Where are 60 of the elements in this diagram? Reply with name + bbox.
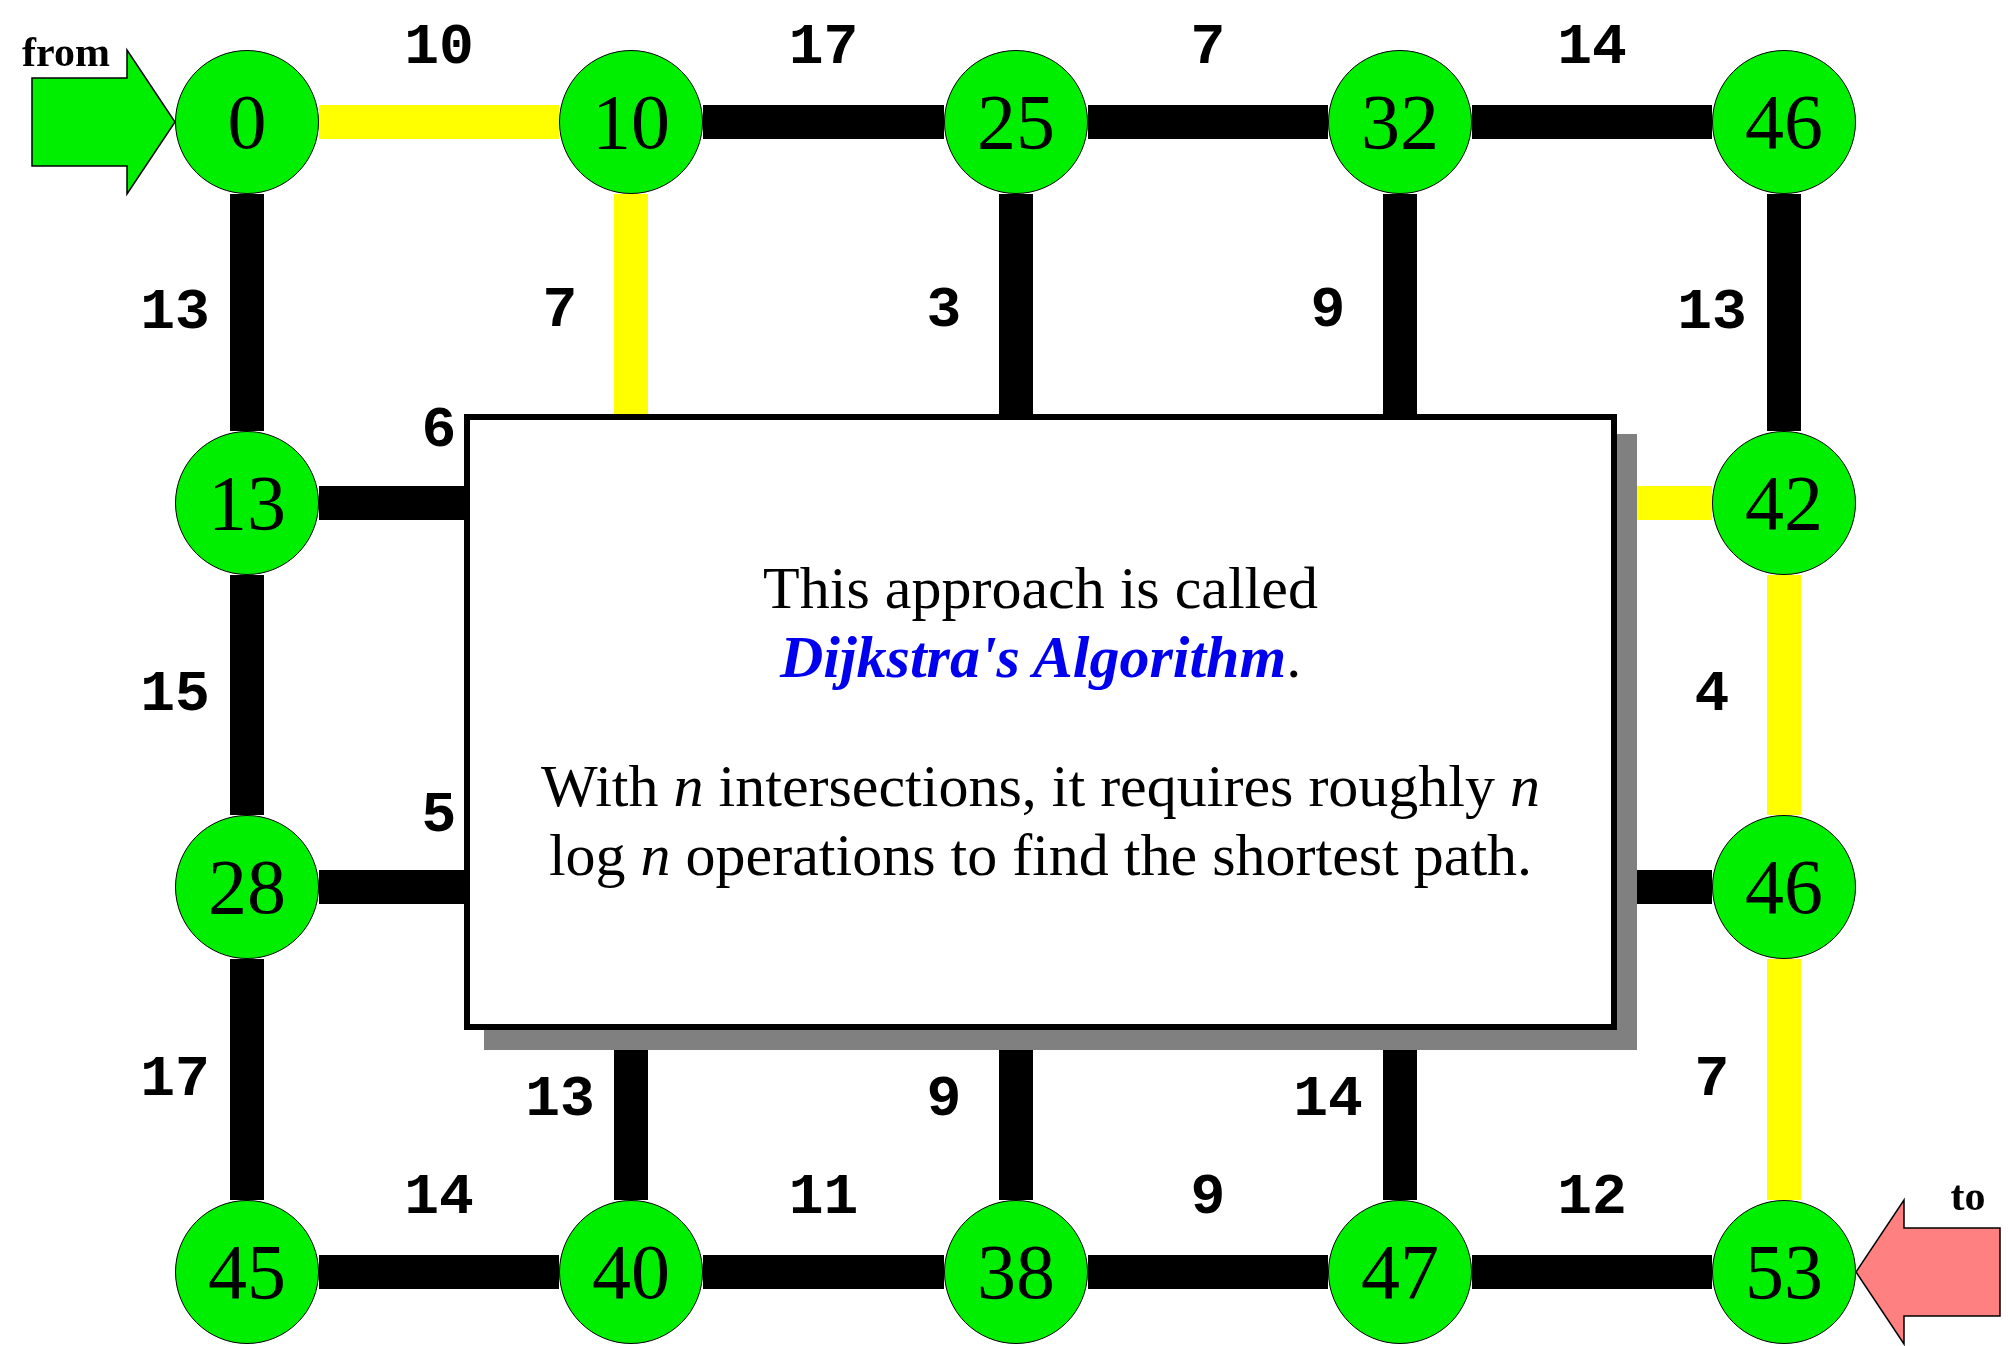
edge-label: 13 bbox=[140, 283, 210, 342]
road-line bbox=[1767, 575, 1801, 815]
edge-label: 6 bbox=[421, 402, 457, 460]
block-arrow bbox=[1855, 1197, 2001, 1346]
road-line bbox=[319, 870, 464, 904]
node-value: 53 bbox=[1745, 1233, 1823, 1311]
edge-label: 7 bbox=[1190, 19, 1226, 77]
node-value: 46 bbox=[1745, 83, 1823, 161]
edge-label: 9 bbox=[1310, 282, 1346, 340]
node-value: 46 bbox=[1745, 848, 1823, 926]
node-value: 0 bbox=[227, 83, 267, 161]
node-value: 10 bbox=[592, 83, 670, 161]
callout-text: With n intersections, it requires roughly n log n operations to find the shortest path. bbox=[540, 752, 1541, 890]
road-line bbox=[703, 1255, 944, 1289]
node-value: 28 bbox=[208, 848, 286, 926]
road-line bbox=[319, 1255, 559, 1289]
road-line bbox=[614, 194, 648, 414]
road-line bbox=[1383, 194, 1417, 414]
edge-label: 9 bbox=[1190, 1169, 1226, 1227]
edge-label: 7 bbox=[542, 282, 578, 340]
node-value: 47 bbox=[1361, 1233, 1439, 1311]
edge-label: 5 bbox=[421, 787, 457, 845]
block-arrow bbox=[31, 47, 176, 197]
road-line bbox=[319, 105, 559, 139]
road-line bbox=[1088, 105, 1328, 139]
node-value: 42 bbox=[1745, 464, 1823, 542]
edge-label: 13 bbox=[1677, 283, 1747, 342]
node-value: 32 bbox=[1361, 83, 1439, 161]
edge-label: 7 bbox=[1694, 1050, 1730, 1109]
edge-label: 10 bbox=[404, 19, 474, 77]
road-line bbox=[999, 194, 1033, 414]
road-line bbox=[703, 105, 944, 139]
road-line bbox=[1472, 1255, 1712, 1289]
edge-label: 11 bbox=[788, 1169, 859, 1227]
edge-label: 15 bbox=[140, 666, 210, 724]
edge-label: 14 bbox=[404, 1169, 474, 1227]
edge-label: 17 bbox=[788, 19, 859, 77]
edge-label: 17 bbox=[140, 1050, 210, 1109]
edge-label: 3 bbox=[926, 282, 962, 340]
arrow-label: from bbox=[22, 31, 110, 73]
node-value: 38 bbox=[977, 1233, 1055, 1311]
road-line bbox=[230, 194, 264, 431]
road-line bbox=[1767, 194, 1801, 431]
road-line bbox=[1088, 1255, 1328, 1289]
edge-label: 13 bbox=[525, 1071, 595, 1129]
node-value: 40 bbox=[592, 1233, 670, 1311]
road-line bbox=[230, 959, 264, 1200]
road-line bbox=[319, 486, 464, 520]
edge-label: 4 bbox=[1694, 666, 1730, 724]
road-line bbox=[230, 575, 264, 815]
edge-label: 14 bbox=[1293, 1071, 1363, 1129]
arrow-label: to bbox=[1950, 1175, 1986, 1217]
callout-text: This approach is called Dijkstra's Algorithm. bbox=[762, 554, 1319, 692]
edge-label: 14 bbox=[1557, 19, 1627, 77]
node-value: 25 bbox=[977, 83, 1055, 161]
node-value: 45 bbox=[208, 1233, 286, 1311]
node-value: 13 bbox=[208, 464, 286, 542]
road-line bbox=[1472, 105, 1712, 139]
edge-label: 12 bbox=[1557, 1169, 1627, 1227]
edge-label: 9 bbox=[926, 1071, 962, 1129]
